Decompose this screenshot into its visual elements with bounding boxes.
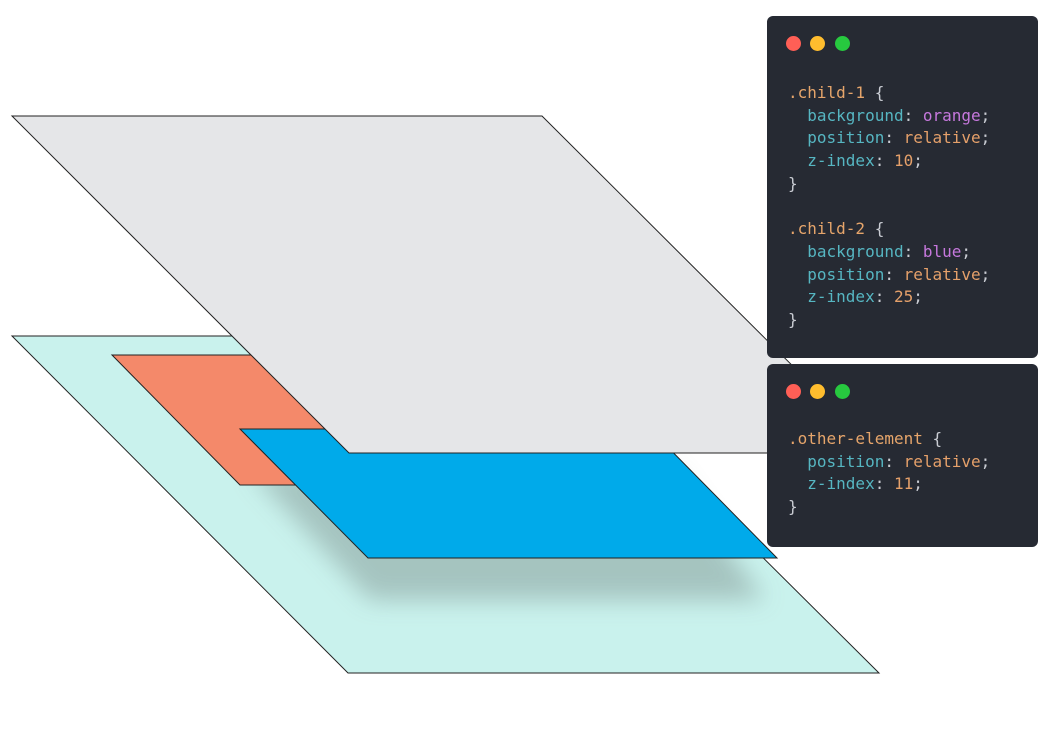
css-value: relative [903,128,981,148]
css-selector: .other-element [788,429,923,448]
css-property: background [807,241,904,261]
css-code-block: .other-element { position: relative; z-i… [788,429,991,517]
css-property: z-index [807,287,875,307]
css-selector: .child-1 [788,83,866,102]
code-window-child-rules: .child-1 { background: orange; position:… [767,16,1038,358]
red-dot-icon[interactable] [786,384,801,399]
css-property: background [807,105,904,125]
css-selector: .child-2 [788,219,866,239]
yellow-dot-icon[interactable] [810,36,825,51]
css-property: z-index [807,474,875,494]
red-dot-icon[interactable] [786,36,801,51]
css-value: orange [922,105,981,125]
css-value: relative [903,264,981,284]
green-dot-icon[interactable] [835,36,850,51]
green-dot-icon[interactable] [835,384,850,399]
css-property: z-index [807,151,875,171]
code-window-other-element-rules: .other-element { position: relative; z-i… [767,364,1038,547]
css-value: 25 [893,287,914,307]
css-property: position [807,451,885,471]
css-property: position [807,128,885,148]
css-property: position [807,264,885,284]
css-value: relative [903,451,981,471]
yellow-dot-icon[interactable] [810,384,825,399]
css-value: blue [922,241,962,261]
css-value: 10 [893,151,914,171]
css-code-block: .child-1 { background: orange; position:… [788,83,991,330]
css-value: 11 [893,474,914,494]
